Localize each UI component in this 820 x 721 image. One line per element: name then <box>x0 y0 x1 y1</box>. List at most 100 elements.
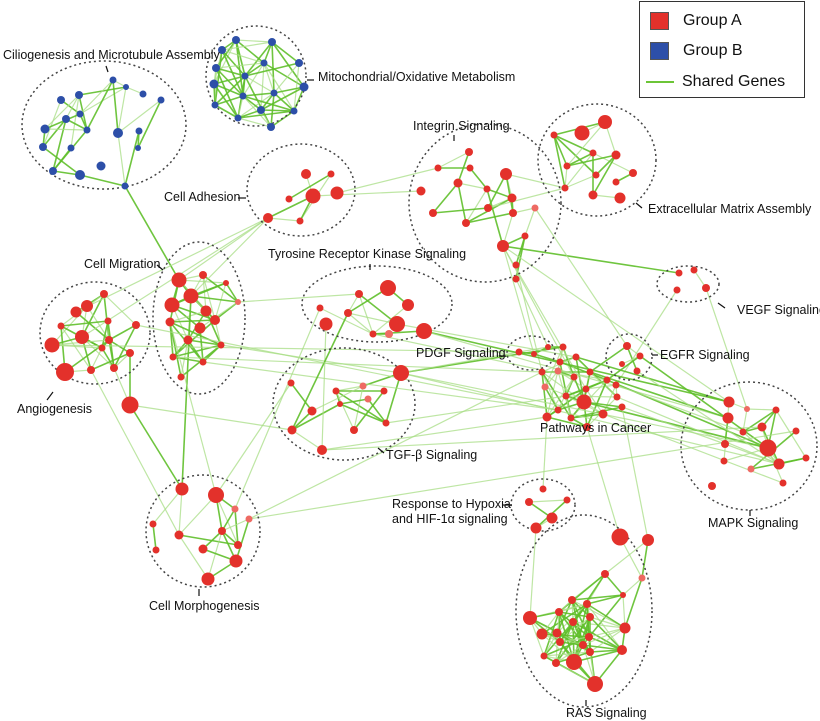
gene-node-group-a[interactable] <box>416 186 426 196</box>
gene-node-group-a[interactable] <box>87 366 95 374</box>
gene-node-group-a[interactable] <box>75 330 89 344</box>
gene-node-group-a[interactable] <box>552 628 562 638</box>
gene-node-group-a[interactable] <box>629 169 637 177</box>
gene-node-group-a[interactable] <box>542 412 552 422</box>
gene-node-group-a[interactable] <box>217 341 225 349</box>
gene-node-group-a[interactable] <box>223 280 229 286</box>
gene-node-group-a[interactable] <box>344 309 352 317</box>
gene-node-group-a[interactable] <box>171 272 187 288</box>
gene-node-group-b[interactable] <box>139 90 147 98</box>
gene-node-group-a[interactable] <box>380 387 388 395</box>
gene-node-group-a[interactable] <box>126 349 134 357</box>
gene-node-group-b[interactable] <box>299 82 309 92</box>
gene-node-group-b[interactable] <box>267 123 275 131</box>
gene-node-group-a[interactable] <box>385 330 393 338</box>
gene-node-group-a[interactable] <box>566 654 582 670</box>
gene-node-group-a[interactable] <box>539 485 547 493</box>
gene-node-group-a[interactable] <box>586 648 594 656</box>
gene-node-group-a[interactable] <box>530 522 542 534</box>
gene-node-group-b[interactable] <box>75 170 85 180</box>
gene-node-group-a[interactable] <box>723 396 735 408</box>
gene-node-group-a[interactable] <box>583 600 591 608</box>
gene-node-group-a[interactable] <box>110 364 118 372</box>
gene-node-group-a[interactable] <box>619 622 631 634</box>
gene-node-group-a[interactable] <box>234 541 242 549</box>
gene-node-group-b[interactable] <box>135 127 143 135</box>
gene-node-group-a[interactable] <box>317 445 327 455</box>
gene-node-group-b[interactable] <box>57 96 65 104</box>
gene-node-group-a[interactable] <box>603 376 611 384</box>
gene-node-group-a[interactable] <box>614 192 626 204</box>
gene-node-group-a[interactable] <box>465 148 473 156</box>
gene-node-group-a[interactable] <box>568 596 576 604</box>
gene-node-group-a[interactable] <box>369 330 377 338</box>
gene-node-group-a[interactable] <box>579 641 587 649</box>
gene-node-group-a[interactable] <box>552 659 560 667</box>
gene-node-group-a[interactable] <box>613 393 621 401</box>
gene-node-group-a[interactable] <box>355 290 363 298</box>
gene-node-group-a[interactable] <box>296 217 304 225</box>
gene-node-group-a[interactable] <box>612 381 620 389</box>
gene-node-group-a[interactable] <box>598 115 612 129</box>
gene-node-group-a[interactable] <box>104 317 112 325</box>
gene-node-group-b[interactable] <box>239 92 247 100</box>
gene-node-group-a[interactable] <box>301 169 311 179</box>
gene-node-group-a[interactable] <box>772 406 780 414</box>
gene-node-group-b[interactable] <box>232 36 240 44</box>
gene-node-group-a[interactable] <box>100 290 108 298</box>
gene-node-group-b[interactable] <box>218 46 226 54</box>
gene-node-group-a[interactable] <box>218 527 226 535</box>
gene-node-group-a[interactable] <box>708 482 716 490</box>
gene-node-group-a[interactable] <box>720 457 728 465</box>
gene-node-group-a[interactable] <box>531 351 537 357</box>
gene-node-group-a[interactable] <box>611 150 621 160</box>
gene-node-group-a[interactable] <box>757 422 767 432</box>
gene-node-group-a[interactable] <box>57 322 65 330</box>
gene-node-group-a[interactable] <box>585 633 593 641</box>
gene-node-group-a[interactable] <box>574 125 590 141</box>
gene-node-group-a[interactable] <box>285 195 293 203</box>
gene-node-group-a[interactable] <box>619 361 625 367</box>
gene-node-group-b[interactable] <box>76 110 84 118</box>
gene-node-group-a[interactable] <box>747 465 755 473</box>
gene-node-group-a[interactable] <box>332 387 340 395</box>
gene-node-group-a[interactable] <box>546 512 558 524</box>
gene-node-group-a[interactable] <box>483 185 491 193</box>
gene-node-group-b[interactable] <box>295 59 303 67</box>
gene-node-group-b[interactable] <box>75 91 83 99</box>
gene-node-group-a[interactable] <box>466 164 474 172</box>
gene-node-group-a[interactable] <box>497 240 509 252</box>
gene-node-group-a[interactable] <box>554 367 562 375</box>
gene-node-group-a[interactable] <box>601 570 609 578</box>
gene-node-group-a[interactable] <box>525 498 533 506</box>
gene-node-group-a[interactable] <box>642 534 654 546</box>
gene-node-group-a[interactable] <box>509 209 517 217</box>
gene-node-group-a[interactable] <box>149 520 157 528</box>
gene-node-group-a[interactable] <box>779 479 787 487</box>
gene-node-group-a[interactable] <box>200 305 212 317</box>
gene-node-group-a[interactable] <box>389 316 405 332</box>
gene-node-group-b[interactable] <box>211 101 219 109</box>
gene-node-group-a[interactable] <box>802 454 810 462</box>
gene-node-group-a[interactable] <box>675 269 683 277</box>
gene-node-group-b[interactable] <box>123 84 129 90</box>
gene-node-group-a[interactable] <box>554 406 562 414</box>
gene-node-group-a[interactable] <box>169 353 177 361</box>
gene-node-group-a[interactable] <box>393 365 409 381</box>
gene-node-group-a[interactable] <box>174 530 184 540</box>
gene-node-group-b[interactable] <box>290 107 298 115</box>
gene-node-group-b[interactable] <box>62 115 70 123</box>
gene-node-group-b[interactable] <box>212 64 220 72</box>
gene-node-group-a[interactable] <box>638 574 646 582</box>
gene-node-group-a[interactable] <box>515 348 523 356</box>
gene-node-group-a[interactable] <box>287 379 295 387</box>
gene-node-group-a[interactable] <box>556 358 564 366</box>
gene-node-group-a[interactable] <box>576 394 592 410</box>
gene-node-group-a[interactable] <box>623 342 631 350</box>
gene-node-group-b[interactable] <box>67 144 75 152</box>
gene-node-group-a[interactable] <box>44 337 60 353</box>
gene-node-group-a[interactable] <box>773 458 785 470</box>
gene-node-group-a[interactable] <box>512 275 520 283</box>
gene-node-group-a[interactable] <box>263 213 273 223</box>
gene-node-group-a[interactable] <box>586 368 594 376</box>
